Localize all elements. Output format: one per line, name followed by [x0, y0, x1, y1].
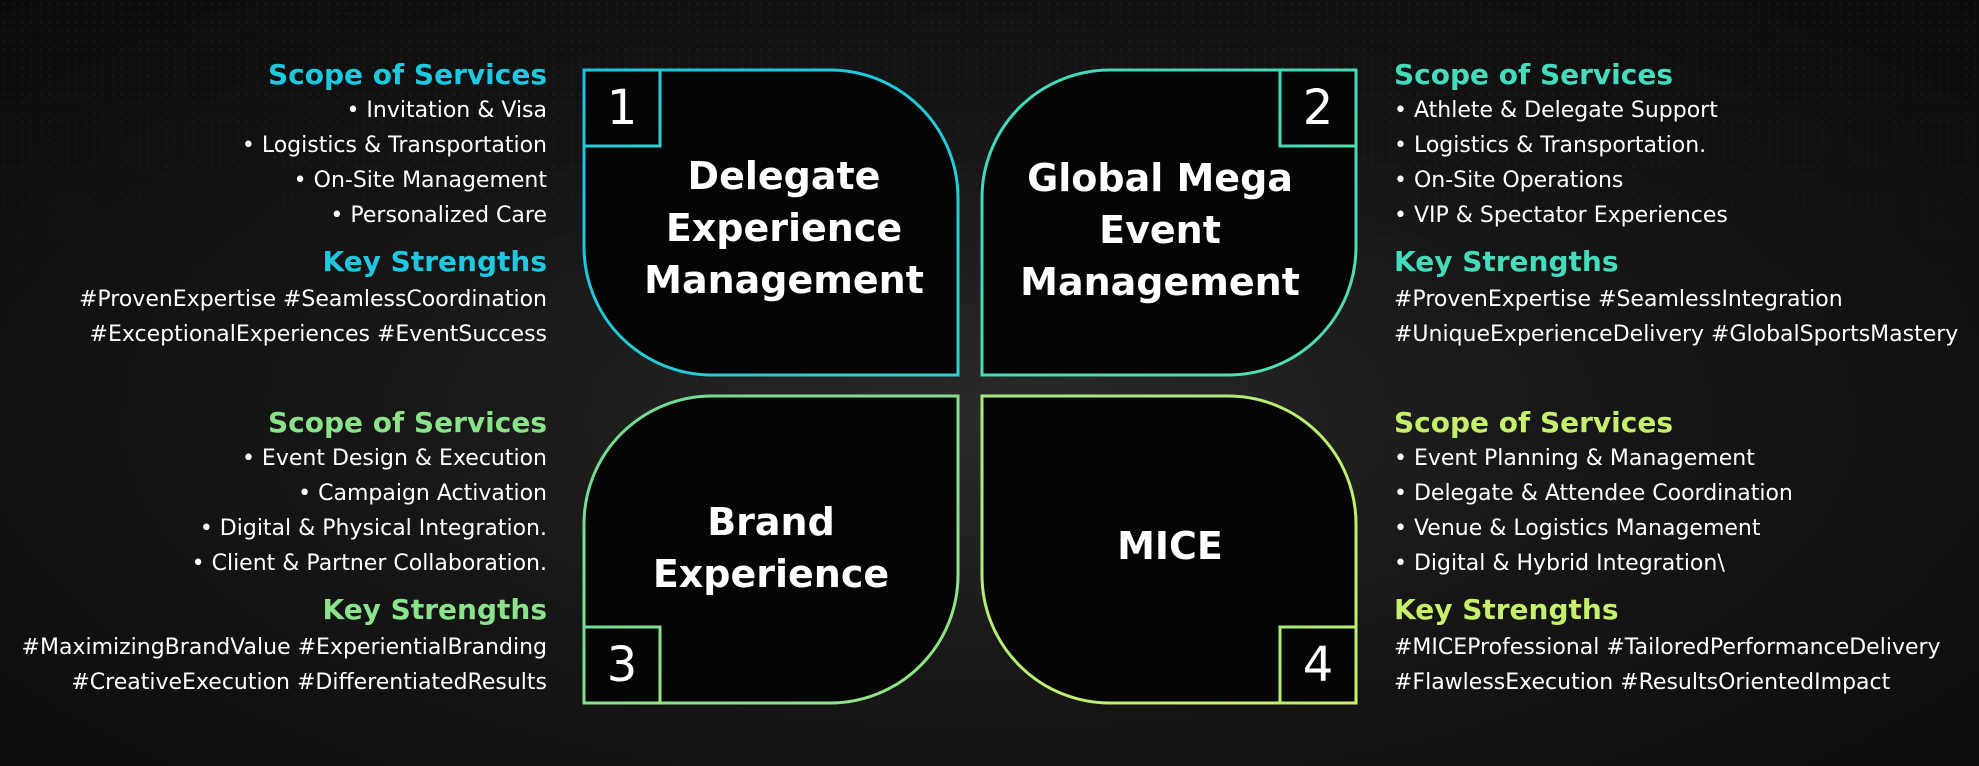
petal-title-line: Management — [644, 258, 924, 302]
strength-tags: #CreativeExecution #DifferentiatedResult… — [71, 670, 547, 695]
service-item: • Campaign Activation — [298, 481, 547, 506]
number-box-4 — [1278, 625, 1358, 705]
service-item: • Invitation & Visa — [346, 98, 547, 123]
strengths-heading: Key Strengths — [1394, 245, 1619, 278]
strength-tags: #ExceptionalExperiences #EventSuccess — [89, 322, 547, 347]
petal-number-4: 4 — [1302, 637, 1334, 693]
number-box-1 — [582, 68, 662, 148]
petal-title-line: Global Mega — [1027, 156, 1293, 200]
petal-1 — [582, 68, 960, 377]
service-item: • On-Site Operations — [1394, 168, 1624, 193]
service-item: • Event Design & Execution — [241, 446, 547, 471]
service-item: • Personalized Care — [330, 203, 547, 228]
service-item: • Logistics & Transportation — [241, 133, 547, 158]
number-box-2 — [1278, 68, 1358, 148]
brand-experience-info: Scope of Services • Event Design & Execu… — [0, 405, 547, 700]
service-item: • Digital & Physical Integration. — [199, 516, 547, 541]
petal-title-2: Global Mega Event Management — [1010, 152, 1310, 308]
service-item: • Logistics & Transportation. — [1394, 133, 1707, 158]
mice-info: Scope of Services • Event Planning & Man… — [1394, 405, 1964, 700]
number-box-3 — [582, 625, 662, 705]
petal-title-4: MICE — [1020, 520, 1320, 572]
strength-tags: #MaximizingBrandValue #ExperientialBrand… — [21, 635, 547, 660]
strengths-heading: Key Strengths — [1394, 593, 1619, 626]
service-item: • Digital & Hybrid Integration\ — [1394, 551, 1725, 576]
strengths-heading: Key Strengths — [322, 245, 547, 278]
global-mega-event-info: Scope of Services • Athlete & Delegate S… — [1394, 57, 1964, 352]
petal-title-line: Experience — [652, 552, 890, 596]
petal-title-line: Management — [1020, 260, 1300, 304]
service-item: • Athlete & Delegate Support — [1394, 98, 1718, 123]
strength-tags: #ProvenExpertise #SeamlessCoordination — [78, 287, 547, 312]
service-item: • Venue & Logistics Management — [1394, 516, 1761, 541]
petal-number-2: 2 — [1302, 80, 1334, 136]
strength-tags: #FlawlessExecution #ResultsOrientedImpac… — [1394, 670, 1891, 695]
petal-title-line: Brand — [707, 500, 835, 544]
petal-title-line: MICE — [1117, 524, 1223, 568]
scope-heading: Scope of Services — [1394, 406, 1674, 439]
scope-heading: Scope of Services — [267, 58, 547, 91]
scope-heading: Scope of Services — [1394, 58, 1674, 91]
service-item: • VIP & Spectator Experiences — [1394, 203, 1728, 228]
petal-4 — [980, 394, 1358, 705]
strength-tags: #ProvenExpertise #SeamlessIntegration — [1394, 287, 1843, 312]
service-item: • Event Planning & Management — [1394, 446, 1755, 471]
petal-3 — [582, 394, 960, 705]
service-item: • Client & Partner Collaboration. — [191, 551, 547, 576]
strength-tags: #MICEProfessional #TailoredPerformanceDe… — [1394, 635, 1941, 660]
strength-tags: #UniqueExperienceDelivery #GlobalSportsM… — [1394, 322, 1959, 347]
petal-title-line: Event — [1099, 208, 1221, 252]
petal-2 — [980, 68, 1358, 377]
petal-title-1: Delegate Experience Management — [634, 150, 934, 306]
strengths-heading: Key Strengths — [322, 593, 547, 626]
scope-heading: Scope of Services — [267, 406, 547, 439]
service-item: • On-Site Management — [293, 168, 547, 193]
petal-title-line: Delegate — [687, 154, 881, 198]
service-item: • Delegate & Attendee Coordination — [1394, 481, 1793, 506]
petal-number-3: 3 — [606, 637, 638, 693]
delegate-experience-info: Scope of Services • Invitation & Visa • … — [0, 57, 547, 352]
petal-title-3: Brand Experience — [621, 496, 921, 600]
petal-number-1: 1 — [606, 80, 638, 136]
petal-title-line: Experience — [665, 206, 903, 250]
